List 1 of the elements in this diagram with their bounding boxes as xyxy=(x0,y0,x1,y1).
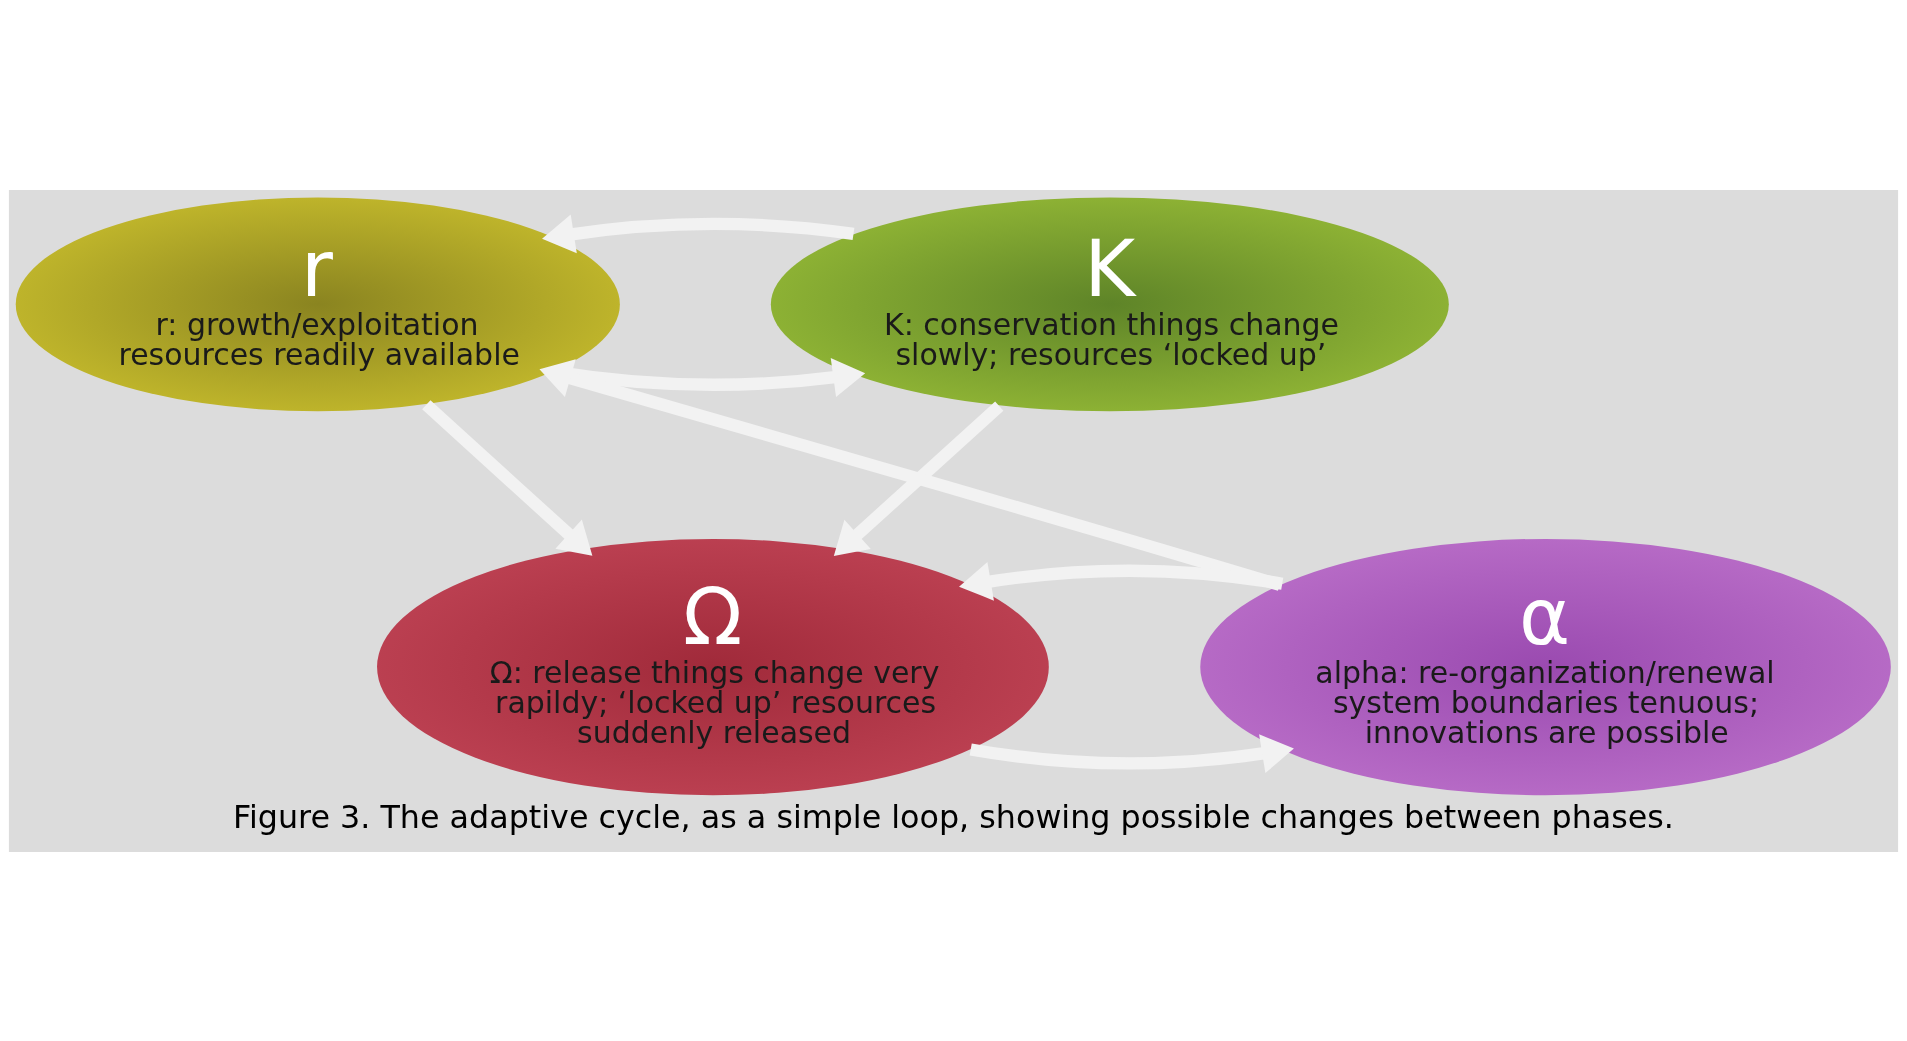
caption: Figure 3. The adaptive cycle, as a simple loop, showing possible changes between phases. xyxy=(233,798,1674,835)
